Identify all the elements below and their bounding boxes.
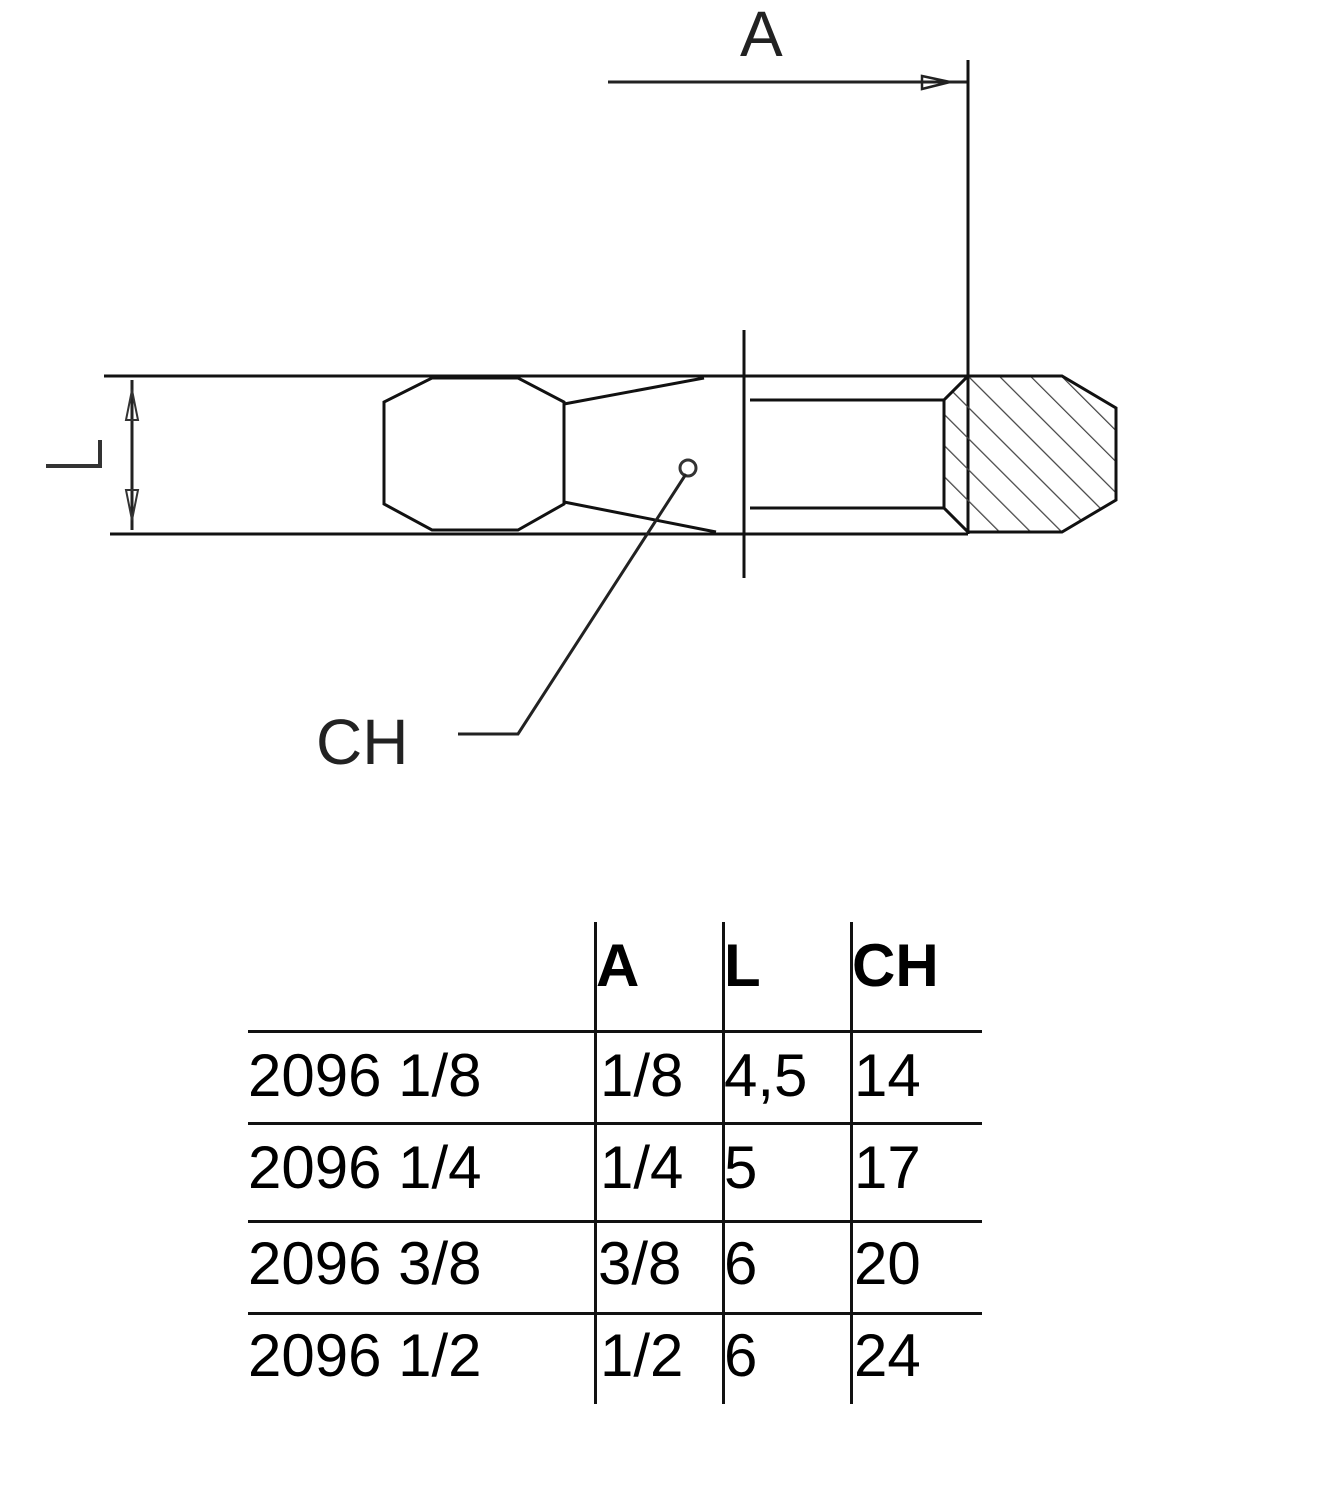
row-l: 5 [724,1134,758,1201]
row-ch: 24 [854,1322,921,1389]
row-a: 1/2 [600,1322,684,1389]
row-code: 2096 3/8 [248,1230,482,1297]
dimension-l [46,374,744,536]
header-a: A [596,932,640,999]
row-divider [248,1220,982,1223]
dimension-ch: CH [316,458,698,778]
column-divider [722,922,725,1404]
row-divider [248,1122,982,1125]
column-divider [594,922,597,1404]
dimension-a: A [608,0,970,534]
technical-drawing: A CH [46,0,1118,778]
row-ch: 17 [854,1134,921,1201]
label-ch: CH [316,706,408,778]
row-divider [248,1030,982,1033]
header-l: L [724,932,761,999]
row-l: 6 [724,1230,758,1297]
row-ch: 20 [854,1230,921,1297]
row-a: 1/8 [600,1042,684,1109]
row-code: 2096 1/8 [248,1042,482,1109]
row-l: 4,5 [724,1042,808,1109]
row-ch: 14 [854,1042,921,1109]
row-code: 2096 1/2 [248,1322,482,1389]
header-ch: CH [852,932,939,999]
column-divider [850,922,853,1404]
label-a: A [740,0,783,70]
hex-body [382,376,717,534]
arrowhead-icon [920,74,951,91]
threaded-shank [744,374,968,536]
row-divider [248,1312,982,1315]
row-a: 3/8 [598,1230,682,1297]
row-code: 2096 1/4 [248,1134,482,1201]
leader-dot-icon [678,458,698,478]
spec-table: A L CH 2096 1/8 1/8 4,5 14 2096 1/4 1/4 … [248,922,982,1404]
hatched-tip [942,374,1118,534]
row-a: 1/4 [600,1134,684,1201]
row-l: 6 [724,1322,758,1389]
